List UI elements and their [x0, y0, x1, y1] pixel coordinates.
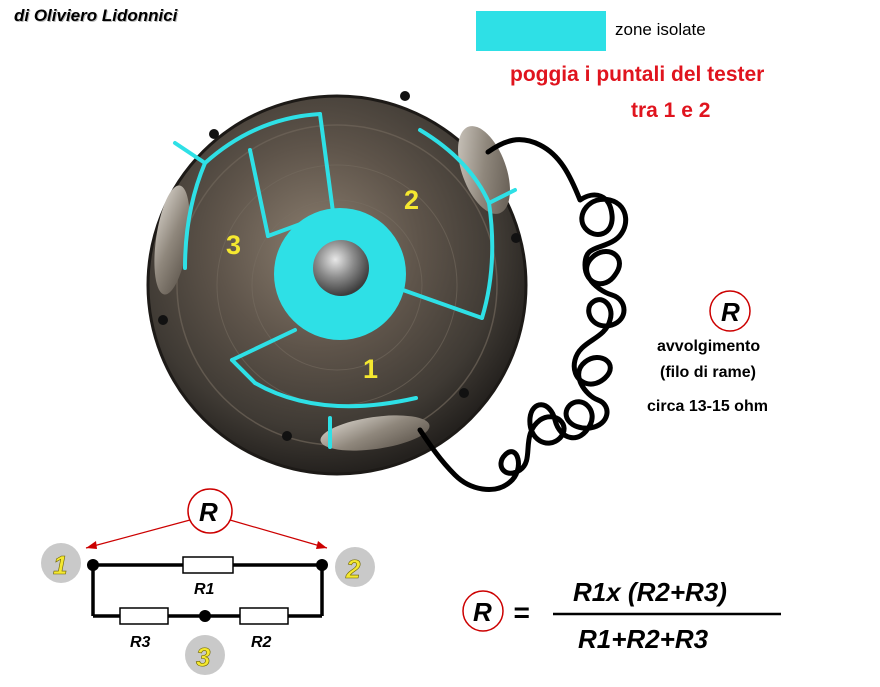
node-2-label: 2: [345, 554, 361, 584]
coil-r-badge: [709, 290, 751, 332]
mounting-hole: [459, 388, 469, 398]
mounting-hole: [158, 315, 168, 325]
formula-r-symbol: R: [473, 597, 492, 627]
instruction-line-2: tra 1 e 2: [631, 99, 711, 122]
arrowhead: [86, 541, 97, 549]
coil-wire: [417, 137, 629, 492]
node-3-label: 3: [196, 642, 211, 672]
node-badge-3: [185, 635, 225, 675]
coil-description-1: avvolgimento: [657, 338, 761, 355]
circuit-r-symbol: R: [199, 497, 218, 527]
resistor-r3: [119, 607, 169, 625]
formula-numerator: R1x (R2+R3): [573, 577, 727, 607]
legend-swatch: [476, 11, 606, 51]
circuit-r-badge: [187, 488, 233, 534]
circuit-schematic: R R1 R3 R2 1 2 3: [41, 488, 375, 675]
r1-label: R1: [194, 581, 215, 598]
author-credit: di Oliviero Lidonnici: [14, 6, 178, 25]
formula: R = R1x (R2+R3) R1+R2+R3: [462, 577, 781, 654]
coil-description-2: (filo di rame): [660, 364, 757, 381]
pointer-arrow-1: [85, 519, 191, 549]
mounting-hole: [511, 233, 521, 243]
arrowhead: [316, 541, 327, 549]
resistor-r1: [182, 556, 234, 574]
node-dot-3: [199, 610, 211, 622]
resistor-r2: [239, 607, 289, 625]
mounting-hole: [209, 129, 219, 139]
motor-shaft: [313, 240, 369, 296]
instruction-line-1: poggia i puntali del tester: [510, 63, 765, 86]
node-dot-2: [316, 559, 328, 571]
mounting-hole: [400, 91, 410, 101]
solder-joint: [154, 185, 190, 295]
legend-label: zone isolate: [615, 20, 706, 39]
solder-joint: [320, 415, 430, 451]
formula-equals: =: [513, 597, 529, 628]
coil-r-symbol: R: [721, 297, 740, 327]
r3-label: R3: [130, 634, 151, 651]
zone-2-label: 2: [404, 185, 419, 215]
formula-r-badge: [462, 590, 504, 632]
mounting-hole: [282, 431, 292, 441]
coil-description-3: circa 13-15 ohm: [647, 398, 768, 415]
pointer-arrow-2: [229, 519, 328, 549]
zone-1-label: 1: [363, 354, 378, 384]
r2-label: R2: [251, 634, 272, 651]
formula-denominator: R1+R2+R3: [578, 624, 709, 654]
node-badge-1: [41, 543, 81, 583]
node-badge-2: [335, 547, 375, 587]
zone-3-label: 3: [226, 230, 241, 260]
node-1-label: 1: [53, 550, 67, 580]
node-dot-1: [87, 559, 99, 571]
